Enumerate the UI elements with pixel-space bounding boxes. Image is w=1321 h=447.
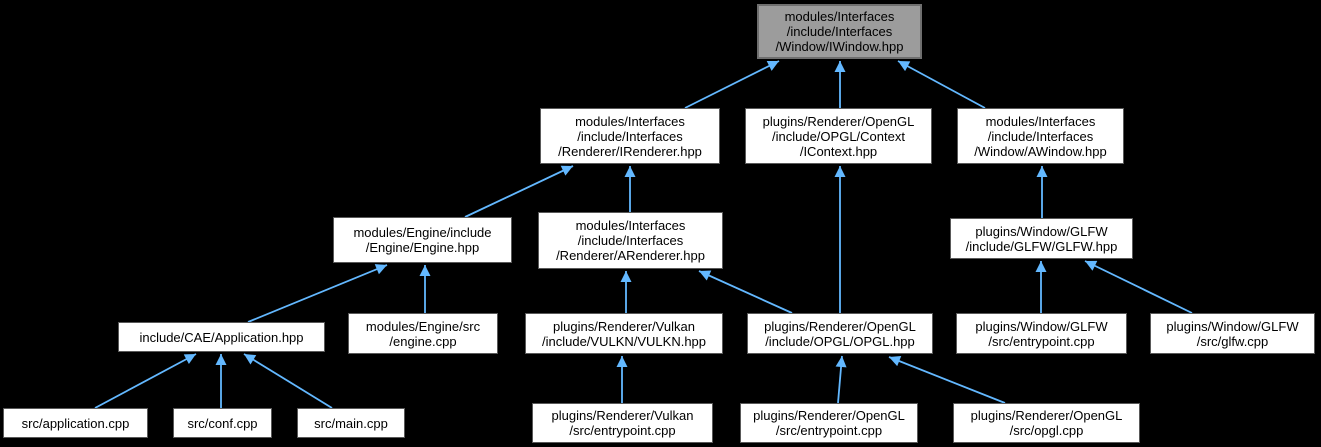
node-engine-cpp[interactable]: modules/Engine/src /engine.cpp	[348, 313, 498, 354]
node-glfw-hpp[interactable]: plugins/Window/GLFW /include/GLFW/GLFW.h…	[950, 218, 1133, 259]
node-opgl-hpp[interactable]: plugins/Renderer/OpenGL /include/OPGL/OP…	[747, 313, 933, 354]
node-awindow-hpp[interactable]: modules/Interfaces /include/Interfaces /…	[957, 108, 1124, 164]
node-conf-cpp[interactable]: src/conf.cpp	[173, 408, 272, 438]
node-engine-hpp[interactable]: modules/Engine/include /Engine/Engine.hp…	[333, 217, 512, 263]
edge-application-cpp-to-application-hpp	[94, 353, 197, 409]
edge-engine-hpp-to-irenderer-hpp	[464, 165, 574, 218]
edge-irenderer-hpp-to-iwindow-hpp	[684, 60, 780, 109]
edge-opgl-hpp-to-arenderer-hpp	[698, 270, 793, 314]
node-glfw-entrypoint-cpp[interactable]: plugins/Window/GLFW /src/entrypoint.cpp	[956, 313, 1127, 354]
node-glfw-cpp[interactable]: plugins/Window/GLFW /src/glfw.cpp	[1150, 313, 1315, 354]
edge-opengl-entrypoint-cpp-to-opgl-hpp	[835, 355, 847, 404]
edge-application-hpp-to-engine-hpp	[247, 264, 388, 323]
node-opgl-cpp[interactable]: plugins/Renderer/OpenGL /src/opgl.cpp	[953, 403, 1140, 443]
node-iwindow-hpp[interactable]: modules/Interfaces /include/Interfaces /…	[757, 4, 922, 59]
edge-opgl-cpp-to-opgl-hpp	[888, 355, 1006, 404]
edge-glfw-cpp-to-glfw-hpp	[1084, 260, 1193, 314]
node-icontext-hpp[interactable]: plugins/Renderer/OpenGL /include/OPGL/Co…	[745, 108, 932, 164]
node-application-hpp[interactable]: include/CAE/Application.hpp	[118, 322, 325, 352]
node-arenderer-hpp[interactable]: modules/Interfaces /include/Interfaces /…	[538, 212, 723, 269]
node-opengl-entrypoint-cpp[interactable]: plugins/Renderer/OpenGL /src/entrypoint.…	[740, 403, 918, 443]
edge-awindow-hpp-to-iwindow-hpp	[897, 60, 986, 109]
node-vulkan-entrypoint-cpp[interactable]: plugins/Renderer/Vulkan /src/entrypoint.…	[532, 403, 713, 443]
node-vulkn-hpp[interactable]: plugins/Renderer/Vulkan /include/VULKN/V…	[525, 313, 723, 354]
node-application-cpp[interactable]: src/application.cpp	[3, 408, 148, 438]
edge-main-cpp-to-application-hpp	[243, 353, 333, 409]
node-main-cpp[interactable]: src/main.cpp	[297, 408, 405, 438]
node-irenderer-hpp[interactable]: modules/Interfaces /include/Interfaces /…	[540, 108, 720, 164]
